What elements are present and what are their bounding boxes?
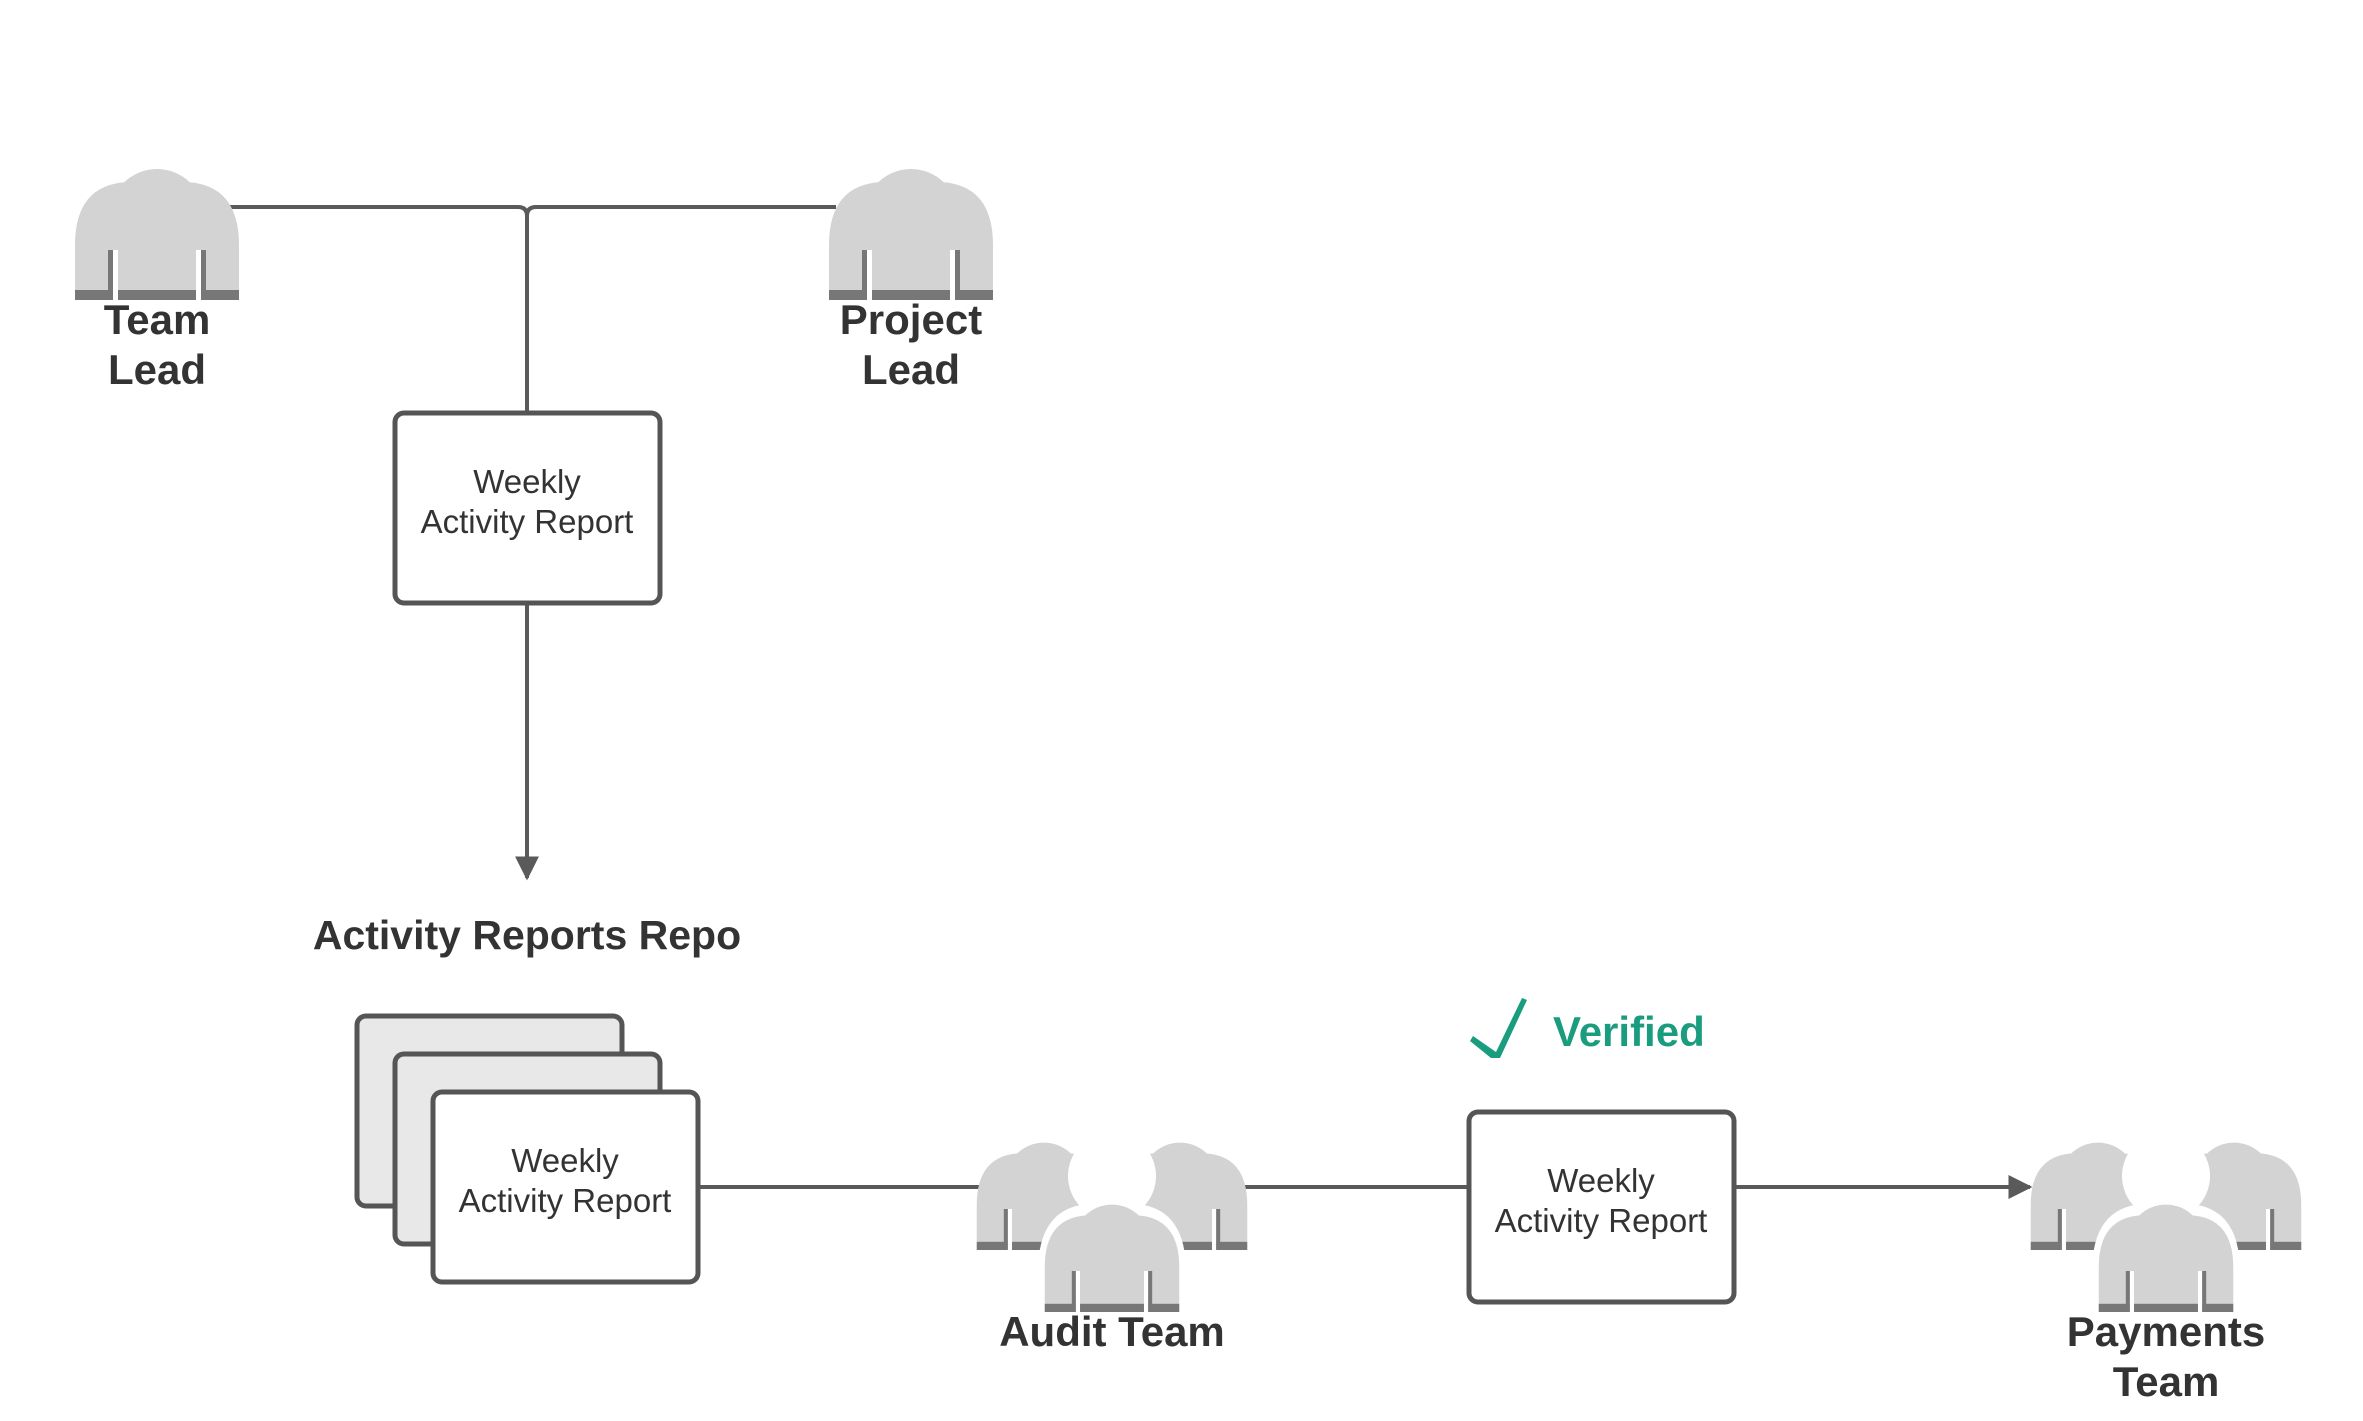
weekly-report-label-verified: Weekly Activity Report	[1494, 1162, 1708, 1239]
payments-team-group-icon	[2031, 1132, 2301, 1317]
team-lead-label: Team Lead	[103, 296, 211, 393]
report-stack-icon	[354, 1013, 701, 1285]
project-lead-person-icon	[829, 169, 993, 300]
weekly-report-label-top: Weekly Activity Report	[420, 463, 634, 540]
weekly-report-box-top	[392, 410, 663, 606]
team-lead-person-icon	[75, 169, 239, 300]
weekly-report-box-verified	[1466, 1109, 1737, 1305]
audit-team-group-icon	[977, 1132, 1247, 1317]
repo-title: Activity Reports Repo	[312, 912, 742, 958]
connectors	[230, 205, 2033, 1199]
project-lead-label: Project Lead	[839, 296, 983, 393]
weekly-report-label-repo: Weekly Activity Report	[458, 1142, 672, 1219]
payments-team-label: Payments Team	[2066, 1308, 2266, 1405]
checkmark-icon	[1470, 998, 1527, 1058]
verified-label: Verified	[1553, 1008, 1705, 1055]
audit-team-label: Audit Team	[999, 1308, 1225, 1355]
connector-project-lead-to-report	[525, 205, 836, 217]
